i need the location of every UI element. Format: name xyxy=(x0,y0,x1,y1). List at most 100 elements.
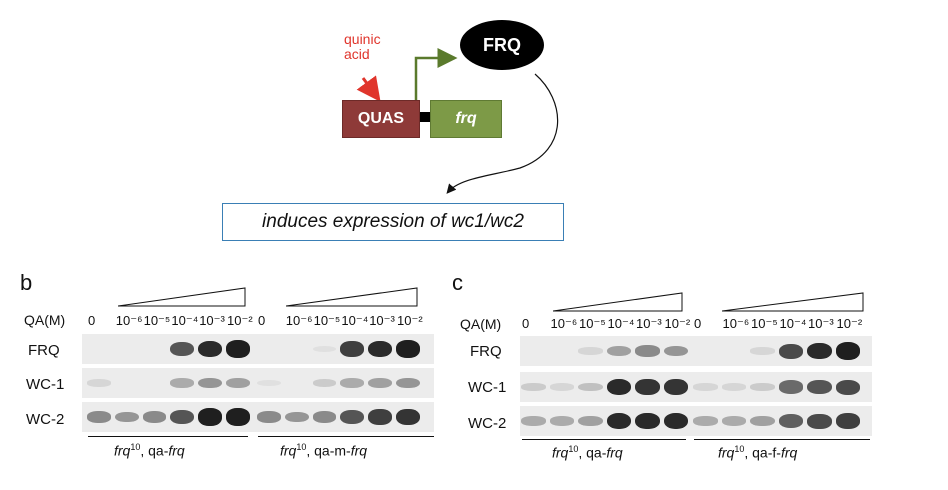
blot-band xyxy=(549,416,574,426)
blot-band xyxy=(663,378,688,396)
panel-b-qa-label: QA(M) xyxy=(24,312,66,328)
panel-c-group-1-line xyxy=(522,439,686,440)
blot-band xyxy=(606,378,631,396)
blot-band xyxy=(87,379,111,387)
blot-band xyxy=(835,413,860,429)
blot-band xyxy=(257,411,281,423)
blot-band xyxy=(226,377,250,389)
blot-band xyxy=(226,340,250,358)
blot-band xyxy=(312,379,337,387)
panel-b-lane-label: 10⁻⁶ xyxy=(285,313,313,328)
panel-c-gradient-triangle-1 xyxy=(553,292,683,312)
panel-c-lane-label: 0 xyxy=(694,316,702,331)
blot-band xyxy=(606,345,631,357)
blot-band xyxy=(750,383,775,391)
blot-band xyxy=(750,415,775,427)
panel-b-group-2-line xyxy=(258,436,434,437)
panel-b-lane-label: 10⁻² xyxy=(227,313,253,328)
blot-band xyxy=(606,412,631,430)
panel-b-lane-label: 10⁻⁴ xyxy=(171,313,199,328)
blot-band xyxy=(663,345,688,357)
panel-b-gradient-triangle-1 xyxy=(118,287,246,307)
panel-c-lane-label: 10⁻⁴ xyxy=(779,316,807,331)
panel-c-lane-label: 10⁻² xyxy=(664,316,691,331)
quinic-acid-label: quinic acid xyxy=(344,31,381,62)
panel-c-lane-label: 10⁻² xyxy=(836,316,863,331)
blot-band xyxy=(198,377,222,389)
panel-b-lane-label: 10⁻⁵ xyxy=(143,313,171,328)
blot-band xyxy=(693,416,718,426)
blot-band xyxy=(778,414,803,428)
blot-band xyxy=(721,383,746,391)
panel-c-group-2-label: frq10, qa-f-frq xyxy=(718,444,798,461)
panel-b-lane-label: 0 xyxy=(88,313,96,328)
quas-promoter-box: QUAS xyxy=(342,100,420,138)
blot-band xyxy=(635,378,660,396)
blot-band xyxy=(368,409,392,425)
panel-b-lane-label: 0 xyxy=(258,313,266,328)
panel-b-lane-label: 10⁻³ xyxy=(369,313,395,328)
blot-band xyxy=(396,340,420,358)
panel-c-row-wc2: WC-2 xyxy=(468,415,507,432)
blot-band xyxy=(635,345,660,357)
panel-b-row-frq: FRQ xyxy=(28,342,60,359)
blot-band xyxy=(114,411,139,423)
blot-band xyxy=(340,409,365,425)
blot-band xyxy=(549,383,574,391)
panel-b-lane-label: 10⁻⁵ xyxy=(313,313,341,328)
frq-protein-oval: FRQ xyxy=(460,20,544,70)
blot-band xyxy=(284,411,309,423)
panel-c-lane-label: 10⁻³ xyxy=(808,316,834,331)
panel-b-row-wc2: WC-2 xyxy=(26,411,65,428)
effect-text-box: induces expression of wc1/wc2 xyxy=(222,203,564,241)
blot-band xyxy=(835,342,860,360)
panel-b-group-2-label: frq10, qa-m-frq xyxy=(280,442,368,459)
blot-band xyxy=(396,408,420,426)
blot-band xyxy=(142,411,167,423)
panel-b-lane-label: 10⁻³ xyxy=(199,313,225,328)
panel-c-group-2-line xyxy=(694,439,870,440)
blot-band xyxy=(87,411,111,423)
blot-band xyxy=(578,347,603,355)
panel-b-group-1-line xyxy=(88,436,248,437)
panel-c-qa-label: QA(M) xyxy=(460,316,502,332)
panel-b-group-1-label: frq10, qa-frq xyxy=(114,442,185,459)
blot-band xyxy=(663,412,688,430)
blot-band xyxy=(170,378,195,388)
panel-c-lane-label: 0 xyxy=(522,316,530,331)
blot-band xyxy=(778,380,803,394)
feedback-arrow xyxy=(446,73,559,194)
blot-band xyxy=(257,379,281,387)
panel-b-lane-label: 10⁻⁶ xyxy=(115,313,143,328)
panel-c-lane-label: 10⁻³ xyxy=(636,316,662,331)
panel-c-letter: c xyxy=(452,270,463,295)
panel-b-lane-label: 10⁻⁴ xyxy=(341,313,369,328)
blot-band xyxy=(198,340,222,358)
blot-band xyxy=(578,382,603,392)
blot-band xyxy=(807,342,832,360)
expression-arrow xyxy=(414,48,458,100)
blot-band xyxy=(835,379,860,395)
blot-band xyxy=(807,379,832,395)
panel-b-lane-label: 10⁻² xyxy=(397,313,423,328)
blot-band xyxy=(170,341,195,357)
panel-c-lane-label: 10⁻⁴ xyxy=(607,316,635,331)
blot-band xyxy=(170,409,195,425)
panel-c-gradient-triangle-2 xyxy=(722,292,864,312)
panel-b-gradient-triangle-2 xyxy=(286,287,418,307)
blot-band xyxy=(521,383,546,391)
panel-c-row-wc1: WC-1 xyxy=(468,379,507,396)
blot-band xyxy=(368,340,392,358)
panel-b-row-wc1: WC-1 xyxy=(26,376,65,393)
blot-band xyxy=(807,413,832,429)
panel-b-letter: b xyxy=(20,270,33,295)
inducer-arrow xyxy=(356,75,381,102)
blot-band xyxy=(312,411,337,423)
blot-band xyxy=(721,416,746,426)
blot-band xyxy=(226,408,250,426)
blot-band xyxy=(368,377,392,389)
blot-band xyxy=(778,343,803,359)
blot-band xyxy=(312,345,337,353)
blot-band xyxy=(396,377,420,389)
